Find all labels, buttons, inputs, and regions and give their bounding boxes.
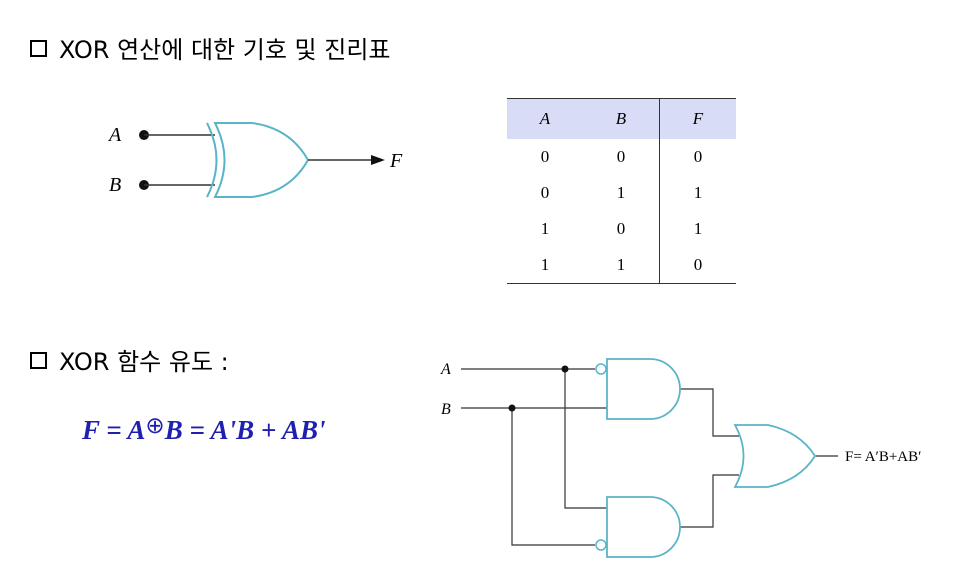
formula-right: B = A'B + AB': [164, 415, 326, 445]
xor-operator-icon: ⊕: [145, 413, 165, 438]
symbol-output-arrow-icon: [371, 155, 385, 165]
checkbox-bullet-icon: [30, 40, 47, 57]
circuit-input-a-label: A: [440, 361, 451, 378]
section-heading-symbol: XOR 연산에 대한 기호 및 진리표: [30, 30, 391, 65]
circuit-junction-a: [561, 365, 569, 373]
truth-table-cell: 0: [616, 219, 626, 238]
circuit-wires: [461, 368, 838, 546]
truth-table: A B F 0 0 0 0 1 1 1 0 1 1 1 0: [507, 98, 736, 284]
circuit-inverter-bubble-b: [595, 539, 607, 551]
section-heading-derivation: XOR 함수 유도 :: [30, 342, 229, 377]
circuit-junction-b: [508, 404, 516, 412]
truth-table-row: 1 1 0: [507, 247, 736, 284]
circuit-output-label: F= A′B+AB′: [845, 449, 921, 465]
symbol-input-a-label: A: [107, 124, 122, 146]
symbol-xor-extra-curve: [206, 122, 218, 198]
truth-table-cell: 0: [540, 147, 550, 166]
truth-table-header-f: F: [659, 98, 736, 139]
truth-table-cell: 0: [659, 139, 736, 175]
truth-table-row: 0 0 0: [507, 139, 736, 175]
symbol-output-label: F: [389, 150, 403, 172]
circuit-input-b-label: B: [441, 401, 451, 418]
truth-table-cell: 1: [659, 211, 736, 247]
truth-table-cell: 1: [540, 219, 550, 238]
section-heading-text: XOR 함수 유도 :: [59, 348, 229, 376]
circuit-and-gate-bottom: [606, 496, 681, 558]
truth-table-row: 1 0 1: [507, 211, 736, 247]
truth-table-cell: 1: [507, 247, 583, 284]
circuit-or-gate: [733, 424, 817, 488]
xor-formula: F = A⊕B = A'B + AB': [82, 413, 326, 446]
truth-table-cell: 1: [616, 183, 626, 202]
formula-left: F = A: [82, 415, 146, 445]
symbol-xor-gate-body: [213, 122, 310, 198]
truth-table-cell: 0: [616, 147, 626, 166]
circuit-and-gate-top: [606, 358, 681, 420]
truth-table-cell: 1: [583, 247, 660, 284]
truth-table-cell: 1: [659, 175, 736, 211]
truth-table-row: 0 1 1: [507, 175, 736, 211]
circuit-inverter-bubble-a: [595, 363, 607, 375]
truth-table-cell: 0: [540, 183, 550, 202]
truth-table-cell: 0: [659, 247, 736, 284]
truth-table-header-a: A: [507, 98, 583, 139]
symbol-input-b-label: B: [109, 174, 121, 196]
truth-table-header-b: B: [583, 98, 660, 139]
truth-table-header-row: A B F: [507, 98, 736, 139]
section-heading-text: XOR 연산에 대한 기호 및 진리표: [59, 36, 391, 64]
checkbox-bullet-icon: [30, 352, 47, 369]
